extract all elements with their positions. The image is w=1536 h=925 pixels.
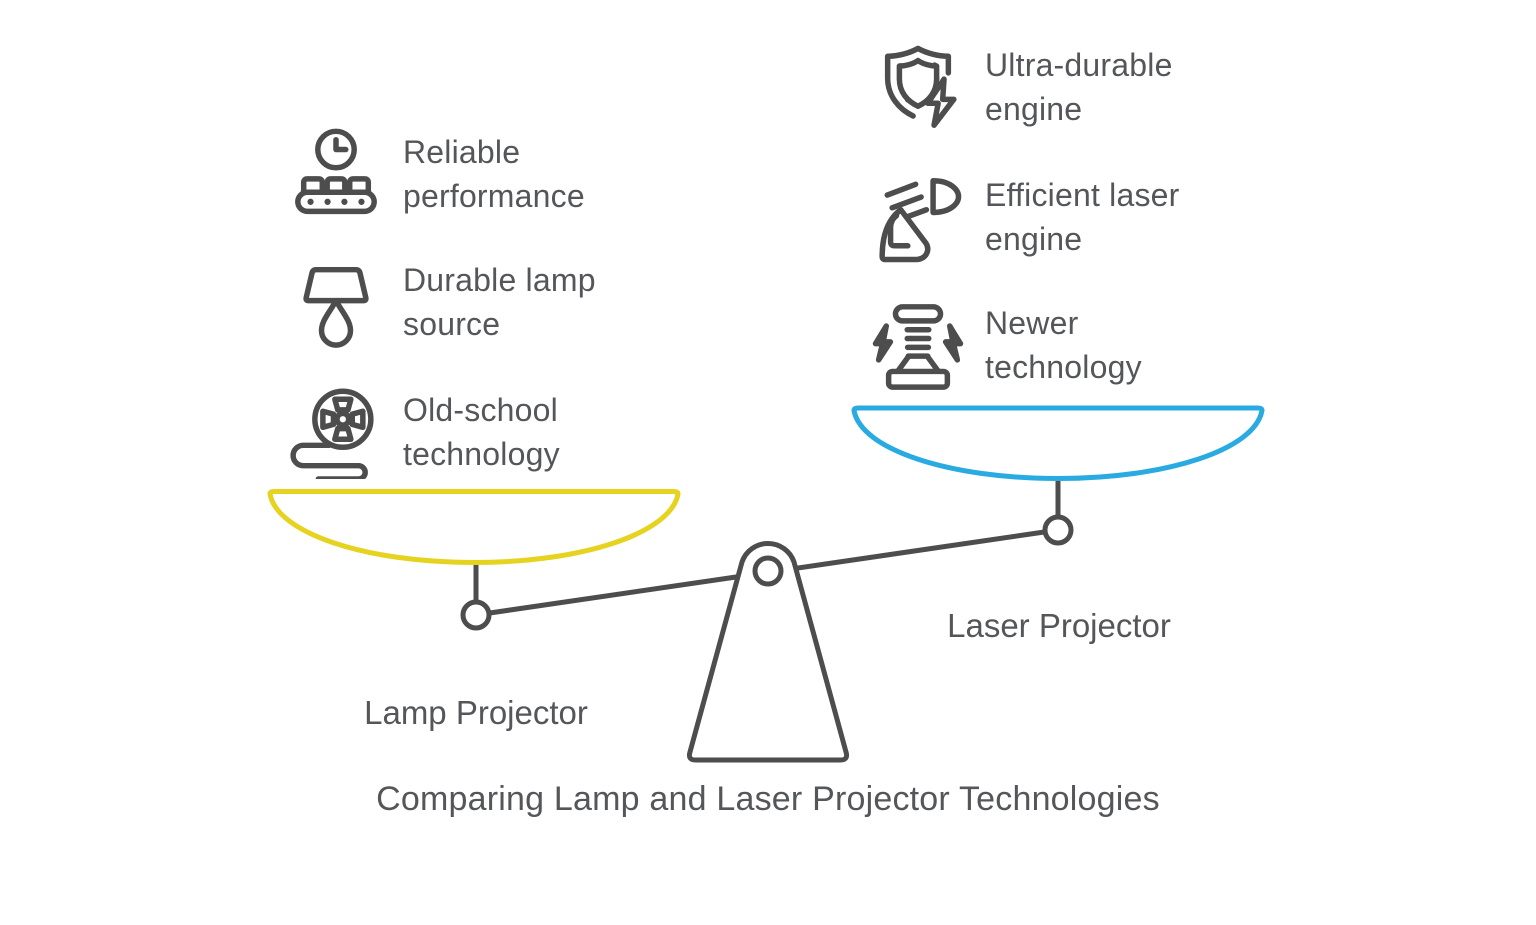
tesla-coil-icon xyxy=(871,298,965,392)
lamp-projector-label: Lamp Projector xyxy=(364,694,588,731)
laser-projector-label: Laser Projector xyxy=(947,607,1171,644)
film-reel-icon xyxy=(289,385,383,479)
fulcrum-pivot xyxy=(752,555,784,587)
laser-pan xyxy=(851,405,1265,481)
scale-fulcrum xyxy=(686,540,850,763)
feature-text: Reliable performance xyxy=(403,134,585,214)
lamp-icon xyxy=(289,255,383,349)
feature-newer-technology: Newer technology xyxy=(871,298,1220,392)
feature-text: Durable lamp source xyxy=(403,262,596,342)
lamp-pan xyxy=(267,489,681,565)
clock-conveyor-icon xyxy=(289,127,383,221)
lamp-pan-joint xyxy=(460,599,492,631)
diagram-title: Comparing Lamp and Laser Projector Techn… xyxy=(376,780,1160,818)
laser-pan-joint xyxy=(1042,514,1074,546)
shield-lightning-icon xyxy=(871,40,965,134)
feature-text: Newer technology xyxy=(985,305,1142,385)
feature-text: Old-school technology xyxy=(403,392,560,472)
feature-old-school: Old-school technology xyxy=(289,385,638,479)
laser-beam-icon xyxy=(871,170,965,264)
feature-text: Efficient laser engine xyxy=(985,177,1180,257)
feature-ultra-durable: Ultra-durable engine xyxy=(871,40,1220,134)
feature-reliable-performance: Reliable performance xyxy=(289,127,638,221)
feature-durable-lamp: Durable lamp source xyxy=(289,255,638,349)
feature-efficient-laser: Efficient laser engine xyxy=(871,170,1220,264)
feature-text: Ultra-durable engine xyxy=(985,47,1173,127)
